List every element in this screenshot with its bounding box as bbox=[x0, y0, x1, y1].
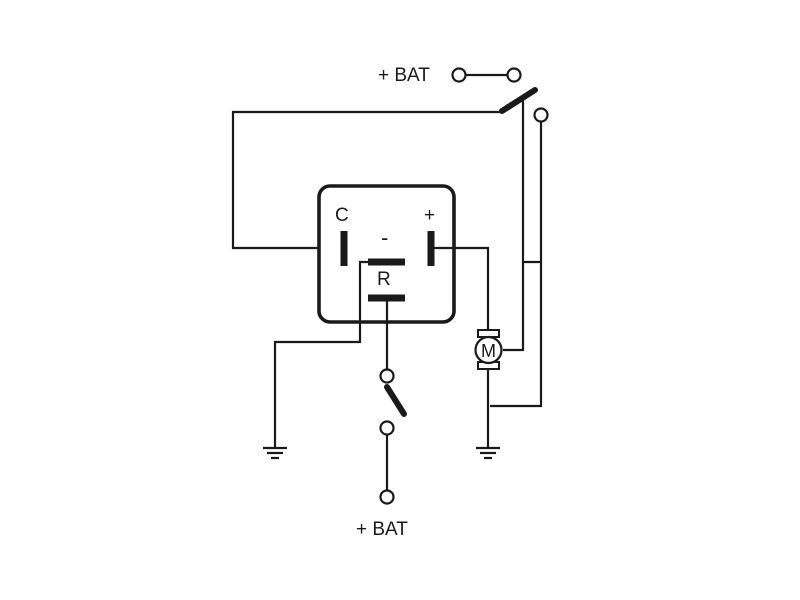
motor-armature bbox=[474, 335, 503, 365]
lower-switch-upper-contact bbox=[379, 368, 395, 384]
switch-lower-fixed-contact bbox=[533, 107, 549, 123]
motor-label: M bbox=[481, 341, 496, 361]
relay-terminal-c-label: C bbox=[335, 205, 349, 226]
wire-switch-to-relay-c bbox=[231, 110, 502, 250]
switch-upper-fixed-contact bbox=[506, 67, 522, 83]
bottom-bat-terminal bbox=[379, 489, 395, 505]
wire-switch-to-motor bbox=[503, 97, 525, 352]
relay-terminal-r-label: R bbox=[377, 269, 391, 290]
top-bat-terminal bbox=[451, 67, 467, 83]
wire-relay-plus-to-motor bbox=[431, 246, 490, 330]
ground-left-icon bbox=[263, 446, 287, 460]
motor: M bbox=[474, 329, 503, 370]
changeover-switch-lever bbox=[499, 87, 538, 114]
lower-switch-lever bbox=[384, 384, 407, 417]
wire-relay-minus-to-ground bbox=[273, 260, 368, 448]
ground-right-icon bbox=[476, 446, 500, 460]
wire-lower-contact-to-ground bbox=[490, 121, 543, 408]
relay-terminal-minus-label: - bbox=[381, 225, 388, 250]
top-bat-label: + BAT bbox=[378, 65, 430, 86]
bottom-bat-label: + BAT bbox=[356, 519, 408, 540]
relay-terminal-plus-label: + bbox=[424, 205, 435, 226]
lower-switch-lower-contact bbox=[379, 420, 395, 436]
